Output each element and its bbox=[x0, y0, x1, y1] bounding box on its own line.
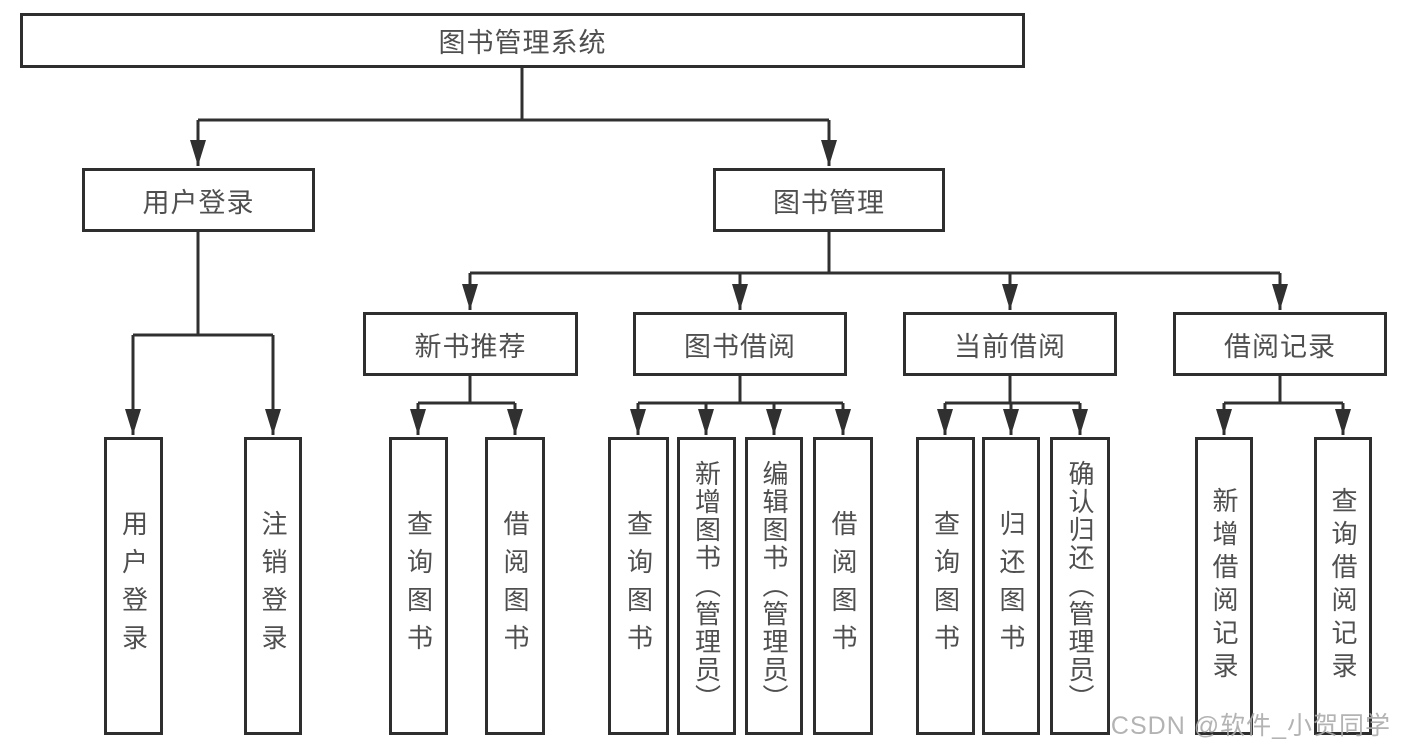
leaf-current-search-book: 查询图书 bbox=[916, 437, 975, 735]
leaf-recommend-borrow-book: 借阅图书 bbox=[485, 437, 545, 735]
leaf-record-search: 查询借阅记录 bbox=[1314, 437, 1372, 735]
edge-recommend-trunk bbox=[418, 376, 515, 405]
node-borrow-records: 借阅记录 bbox=[1173, 312, 1387, 376]
leaf-label: 借阅图书 bbox=[500, 510, 530, 662]
leaf-label: 查询图书 bbox=[930, 510, 961, 662]
edge-borrow-trunk bbox=[638, 376, 843, 405]
node-new-book-recommend: 新书推荐 bbox=[363, 312, 578, 376]
leaf-borrow-add-book-admin: 新增图书（管理员） bbox=[677, 437, 736, 735]
leaf-borrow-borrow-book: 借阅图书 bbox=[813, 437, 873, 735]
edge-current-trunk bbox=[945, 376, 1080, 405]
node-root: 图书管理系统 bbox=[20, 13, 1025, 68]
node-book-management: 图书管理 bbox=[713, 168, 945, 232]
edge-records-trunk bbox=[1224, 376, 1343, 405]
leaf-user-login: 用户登录 bbox=[104, 437, 163, 735]
node-book-borrow: 图书借阅 bbox=[633, 312, 847, 376]
leaf-borrow-search-book: 查询图书 bbox=[608, 437, 669, 735]
leaf-current-return-book: 归还图书 bbox=[982, 437, 1040, 735]
leaf-label: 新增借阅记录 bbox=[1209, 487, 1239, 685]
edge-bookmgmt-trunk bbox=[470, 232, 1280, 275]
leaf-label: 编辑图书（管理员） bbox=[759, 460, 789, 712]
edge-root-trunk bbox=[198, 68, 829, 122]
leaf-current-confirm-return-admin: 确认归还（管理员） bbox=[1050, 437, 1110, 735]
leaf-recommend-search-book: 查询图书 bbox=[389, 437, 448, 735]
leaf-label: 用户登录 bbox=[118, 510, 149, 662]
node-user-login: 用户登录 bbox=[82, 168, 315, 232]
leaf-record-add: 新增借阅记录 bbox=[1195, 437, 1253, 735]
leaf-label: 归还图书 bbox=[996, 510, 1026, 662]
leaf-label: 确认归还（管理员） bbox=[1065, 460, 1095, 712]
leaf-label: 注销登录 bbox=[258, 510, 288, 662]
leaf-label: 新增图书（管理员） bbox=[691, 460, 722, 712]
csdn-watermark: CSDN @软件_小贺同学 bbox=[1110, 712, 1391, 740]
node-current-borrow: 当前借阅 bbox=[903, 312, 1117, 376]
leaf-borrow-edit-book-admin: 编辑图书（管理员） bbox=[745, 437, 803, 735]
leaf-label: 查询借阅记录 bbox=[1328, 487, 1358, 685]
leaf-label: 借阅图书 bbox=[828, 510, 858, 662]
leaf-label: 查询图书 bbox=[403, 510, 434, 662]
edge-userlogin-trunk bbox=[133, 232, 273, 337]
leaf-label: 查询图书 bbox=[623, 510, 654, 662]
leaf-logout: 注销登录 bbox=[244, 437, 302, 735]
